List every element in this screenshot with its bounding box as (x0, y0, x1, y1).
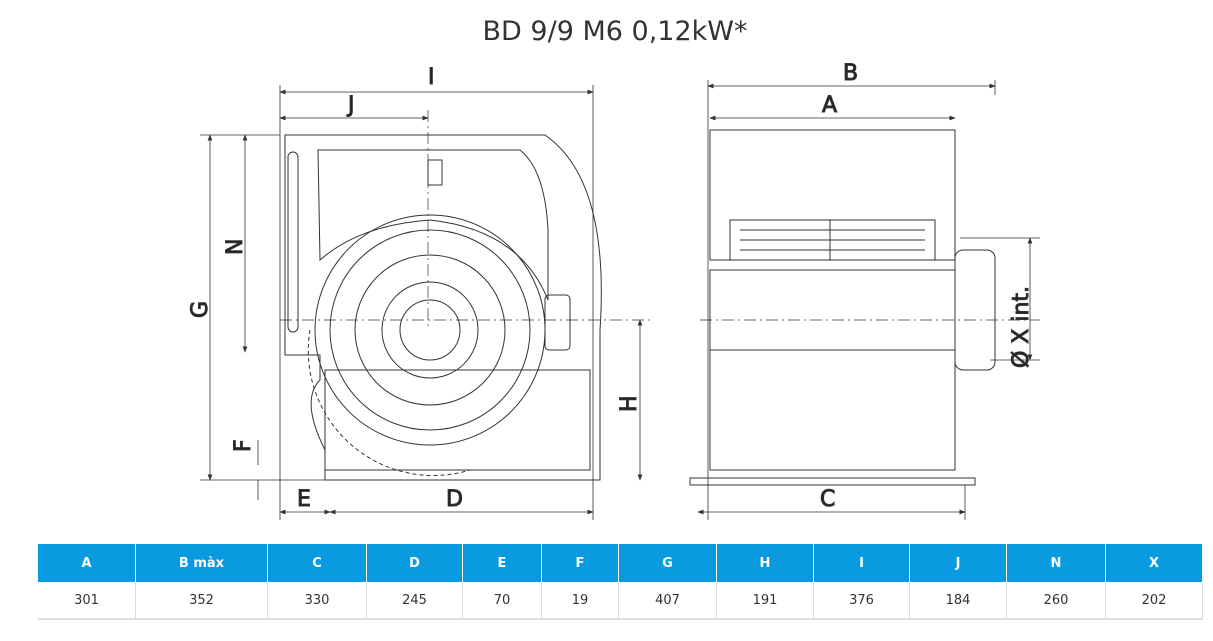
front-view (280, 110, 650, 481)
dim-label-J: J (346, 93, 355, 118)
dim-label-H: H (617, 395, 642, 412)
cell: 352 (135, 582, 268, 620)
col-header: D (366, 544, 463, 582)
cell: 202 (1105, 582, 1203, 620)
dim-label-A: A (822, 93, 837, 118)
col-header: B màx (135, 544, 268, 582)
side-view (689, 129, 1040, 486)
table-header-row: A B màx C D E F G H I J N X (38, 544, 1203, 582)
dim-label-I: I (428, 65, 435, 90)
col-header: C (267, 544, 367, 582)
cell: 70 (462, 582, 542, 620)
col-header: X (1105, 544, 1203, 582)
cell: 191 (716, 582, 814, 620)
dim-label-B: B (843, 61, 858, 86)
technical-drawing: I J G N H F E D B A C Ø X int. (188, 61, 1040, 520)
col-header: I (813, 544, 910, 582)
cell: 301 (38, 582, 136, 620)
dim-label-N: N (223, 239, 248, 255)
col-header: J (909, 544, 1007, 582)
cell: 376 (813, 582, 910, 620)
cell: 245 (366, 582, 463, 620)
cell: 330 (267, 582, 367, 620)
dim-label-E: E (297, 487, 311, 512)
dim-label-G: G (188, 301, 213, 318)
cell: 19 (541, 582, 619, 620)
cell: 184 (909, 582, 1007, 620)
dim-label-D: D (446, 487, 463, 512)
dim-label-C: C (820, 487, 835, 512)
col-header: G (618, 544, 717, 582)
col-header: N (1006, 544, 1106, 582)
dim-label-F: F (231, 439, 256, 452)
dim-label-X: Ø X int. (1009, 286, 1034, 368)
col-header: H (716, 544, 814, 582)
table-row: 301 352 330 245 70 19 407 191 376 184 26… (38, 582, 1203, 620)
cell: 260 (1006, 582, 1106, 620)
dimensions-table: A B màx C D E F G H I J N X 301 352 330 … (38, 544, 1203, 620)
dimension-lines (200, 80, 1040, 520)
cell: 407 (618, 582, 717, 620)
page-title: BD 9/9 M6 0,12kW* (482, 16, 748, 47)
col-header: F (541, 544, 619, 582)
col-header: A (38, 544, 136, 582)
col-header: E (462, 544, 542, 582)
